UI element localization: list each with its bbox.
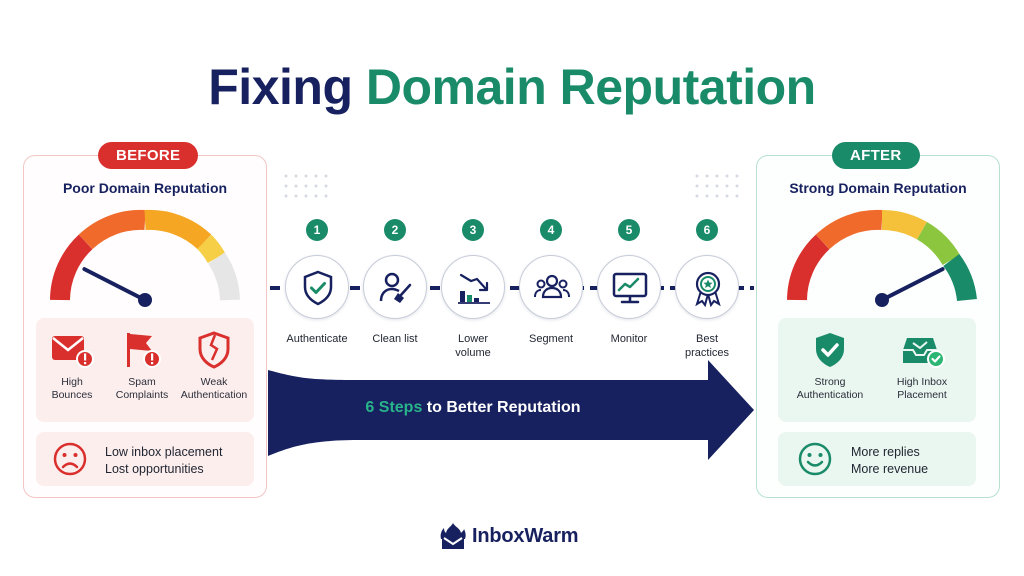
step-label-line1: Best xyxy=(695,333,718,345)
issue-line1: Weak xyxy=(200,376,228,388)
step-label-monitor: Monitor xyxy=(587,332,671,346)
user-broom-icon xyxy=(379,272,412,303)
arrow-caption: 6 Steps to Better Reputation xyxy=(268,399,678,417)
gauge-segment-green xyxy=(943,253,977,302)
bar-chart-down-icon xyxy=(458,273,490,304)
gauge-segment-red xyxy=(787,234,830,301)
bounce-mail-icon xyxy=(52,336,94,368)
shield-check-icon xyxy=(303,270,333,306)
step-label-lower-volume: Lower volume xyxy=(431,332,515,360)
outcome-line1: More replies xyxy=(851,445,920,459)
gauge-segment-orange xyxy=(78,209,146,250)
page-title: Fixing Domain Reputation xyxy=(0,58,1024,116)
step-number-2: 2 xyxy=(384,219,406,241)
result-high-inbox-placement: High Inbox Placement xyxy=(882,330,962,402)
before-gauge xyxy=(50,209,240,307)
result-line2: Placement xyxy=(897,389,947,401)
arrow-caption-highlight: 6 Steps xyxy=(365,399,423,416)
issue-weak-authentication: Weak Authentication xyxy=(174,330,254,402)
step-segment[interactable] xyxy=(519,255,583,319)
step-label-line1: Authenticate xyxy=(286,333,348,345)
issue-line2: Complaints xyxy=(115,389,169,401)
outcome-line2: Lost opportunities xyxy=(105,462,204,476)
issue-line1: Spam xyxy=(128,376,156,388)
spam-flag-icon xyxy=(127,333,161,368)
before-outcome-box xyxy=(36,432,254,486)
issue-high-bounces: High Bounces xyxy=(32,330,112,402)
after-outcome-text: More replies More revenue xyxy=(851,444,928,478)
step-label-authenticate: Authenticate xyxy=(275,332,359,346)
gauge-needle xyxy=(880,267,945,302)
step-label-line1: Lower xyxy=(458,333,488,345)
step-label-line1: Clean list xyxy=(372,333,418,345)
before-badge: BEFORE xyxy=(98,142,199,169)
title-part-fixing: Fixing xyxy=(208,59,353,115)
issue-line2: Authentication xyxy=(180,389,248,401)
gauge-segment-yellow xyxy=(197,234,226,264)
step-label-best-practices: Best practices xyxy=(665,332,749,360)
step-label-line2: practices xyxy=(684,347,730,359)
sad-face-icon xyxy=(53,442,87,476)
decorative-dots-left xyxy=(284,174,328,198)
outcome-line1: Low inbox placement xyxy=(105,445,223,459)
after-badge: AFTER xyxy=(832,142,920,169)
gauge-needle xyxy=(82,267,147,302)
result-line2: Authentication xyxy=(796,389,864,401)
step-number-5: 5 xyxy=(618,219,640,241)
issue-line1: High xyxy=(61,376,83,388)
award-badge-icon xyxy=(695,271,721,307)
after-heading: Strong Domain Reputation xyxy=(789,180,967,196)
step-label-line2: volume xyxy=(455,347,491,359)
check-shield-icon xyxy=(816,333,844,367)
people-group-icon xyxy=(534,274,570,299)
before-heading: Poor Domain Reputation xyxy=(62,180,228,196)
issue-spam-complaints: Spam Complaints xyxy=(102,330,182,402)
steps-connector-and-arrow xyxy=(268,286,754,460)
smile-face-icon xyxy=(798,442,832,476)
brand-name: InboxWarm xyxy=(472,524,579,547)
step-label-line1: Monitor xyxy=(610,333,648,345)
arrow-caption-rest: to Better Reputation xyxy=(422,399,581,416)
step-lower-volume[interactable] xyxy=(441,255,505,319)
gauge-segment-amber xyxy=(144,209,212,250)
issue-line2: Bounces xyxy=(51,389,93,401)
after-gauge xyxy=(787,209,977,307)
gauge-segment-orange xyxy=(815,209,883,250)
step-monitor[interactable] xyxy=(597,255,661,319)
inbox-check-icon xyxy=(903,338,945,368)
title-part-domain-reputation: Domain Reputation xyxy=(365,59,816,115)
after-outcome-box xyxy=(778,432,976,486)
gauge-hub xyxy=(138,293,152,307)
before-outcome-text: Low inbox placement Lost opportunities xyxy=(105,444,222,478)
gauge-segment-amber xyxy=(881,209,927,240)
gauge-segment-lime xyxy=(916,222,960,266)
step-best-practices[interactable] xyxy=(675,255,739,319)
step-number-1: 1 xyxy=(306,219,328,241)
gauge-segment-gray xyxy=(207,252,240,301)
step-number-4: 4 xyxy=(540,219,562,241)
gauge-hub xyxy=(875,293,889,307)
big-arrow xyxy=(268,360,754,460)
step-number-3: 3 xyxy=(462,219,484,241)
brand-logo: InboxWarm xyxy=(440,520,579,552)
result-strong-authentication: Strong Authentication xyxy=(790,330,870,402)
step-label-clean-list: Clean list xyxy=(353,332,437,346)
gauge-segment-red xyxy=(50,234,93,301)
decorative-dots-right xyxy=(695,174,739,198)
inboxwarm-logo-icon xyxy=(440,523,466,549)
step-label-line1: Segment xyxy=(528,333,574,345)
step-number-6: 6 xyxy=(696,219,718,241)
step-clean-list[interactable] xyxy=(363,255,427,319)
outcome-line2: More revenue xyxy=(851,462,929,476)
broken-shield-icon xyxy=(198,331,230,369)
after-issues-box xyxy=(778,318,976,422)
result-line1: Strong xyxy=(814,376,846,388)
result-line1: High Inbox xyxy=(896,376,948,388)
monitor-chart-icon xyxy=(612,272,648,304)
step-authenticate[interactable] xyxy=(285,255,349,319)
step-label-segment: Segment xyxy=(509,332,593,346)
